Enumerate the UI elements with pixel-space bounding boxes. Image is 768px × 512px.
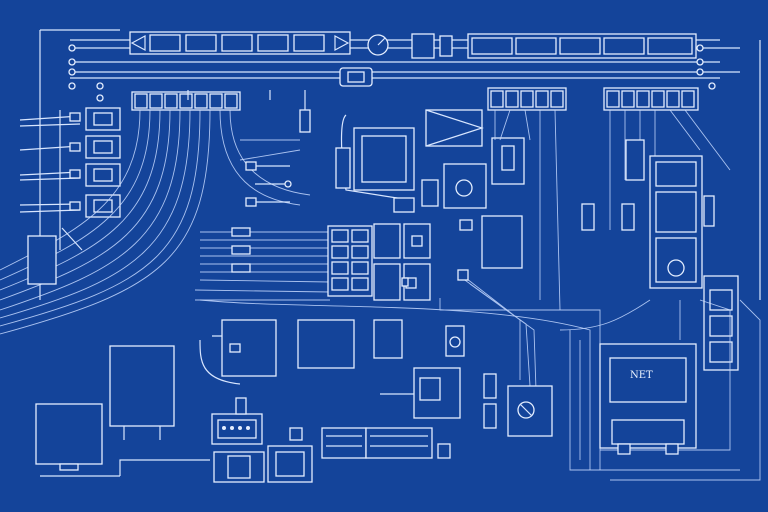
bottom-terminal-strips (321, 427, 451, 459)
triangle-panel (425, 109, 484, 147)
gauge-device (507, 385, 553, 437)
cable-bundle-left (0, 109, 331, 335)
top-dial (367, 33, 453, 59)
top-module-strip-right (467, 33, 697, 59)
lower-left-panels (35, 345, 210, 477)
center-right-panels (421, 137, 525, 209)
bottom-terminals-left (211, 397, 313, 483)
misc-elements (187, 90, 681, 353)
upper-mid-terminal-block (487, 87, 567, 311)
net-panel (599, 343, 697, 455)
center-wiring (199, 271, 761, 481)
right-device-stack (581, 139, 739, 371)
top-module-strip-left (129, 31, 351, 55)
switch-block (200, 215, 523, 301)
net-panel-label: NET (630, 370, 653, 381)
mid-left-plugs (245, 90, 311, 207)
upper-right-terminal-block (603, 87, 731, 230)
left-jack-column (19, 107, 121, 218)
lower-center-connector (380, 367, 497, 429)
left-device (27, 227, 83, 285)
center-monitor (335, 114, 415, 213)
top-bus-connectors (68, 44, 716, 102)
center-screens (199, 319, 465, 385)
left-terminal-block (131, 91, 241, 111)
top-center-connector (339, 67, 373, 87)
